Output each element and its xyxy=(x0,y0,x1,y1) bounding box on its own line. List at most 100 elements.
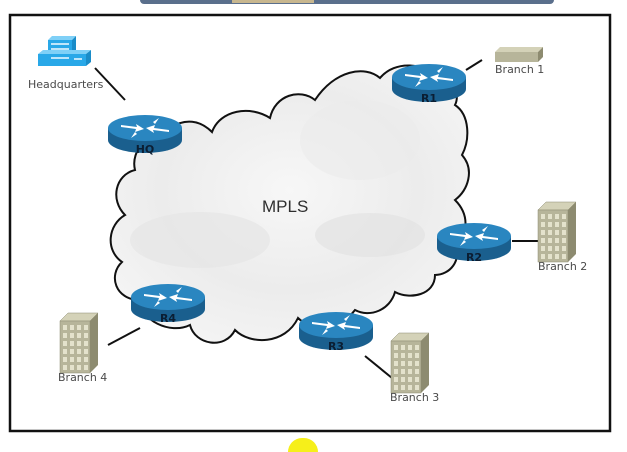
branch2-site[interactable]: Branch 2 xyxy=(537,201,587,273)
branch1-label: Branch 1 xyxy=(495,63,544,76)
building-window xyxy=(541,254,545,259)
router-r4-label: R4 xyxy=(160,312,176,325)
router-r1[interactable]: R1 xyxy=(392,64,466,105)
building-window xyxy=(548,222,552,227)
building-window xyxy=(70,325,74,330)
branch4-label: Branch 4 xyxy=(58,371,107,384)
building-window xyxy=(70,341,74,346)
building-window xyxy=(84,325,88,330)
building-window xyxy=(415,385,419,390)
router-icon xyxy=(131,284,205,310)
building-window xyxy=(394,345,398,350)
headquarters-site[interactable]: Headquarters xyxy=(28,36,104,91)
building-window xyxy=(408,385,412,390)
router-icon xyxy=(392,64,466,90)
building-window xyxy=(70,349,74,354)
router-icon xyxy=(108,115,182,141)
building-window xyxy=(408,377,412,382)
link-r3-branch3 xyxy=(364,355,393,379)
building-window xyxy=(541,238,545,243)
building-window xyxy=(541,246,545,251)
building-window xyxy=(401,369,405,374)
building-window xyxy=(415,353,419,358)
link-headquarters-hq xyxy=(94,67,126,101)
building-window xyxy=(401,361,405,366)
router-icon xyxy=(437,223,511,249)
window-top-bar xyxy=(140,0,554,4)
building-window xyxy=(562,254,566,259)
router-r3[interactable]: R3 xyxy=(299,312,373,353)
building-window xyxy=(401,345,405,350)
building-window xyxy=(394,353,398,358)
building-window xyxy=(548,254,552,259)
building-window xyxy=(63,349,67,354)
building-window xyxy=(77,325,81,330)
building-window xyxy=(394,385,398,390)
router-r4[interactable]: R4 xyxy=(131,284,205,325)
building-window xyxy=(394,377,398,382)
building-window xyxy=(63,333,67,338)
headquarters-building-icon xyxy=(38,36,91,66)
building-window xyxy=(70,365,74,370)
building-window xyxy=(548,230,552,235)
building-window xyxy=(408,361,412,366)
building-window xyxy=(562,214,566,219)
building-window xyxy=(541,222,545,227)
building-window xyxy=(415,369,419,374)
branch1-building-icon xyxy=(495,47,543,62)
building-window xyxy=(63,365,67,370)
building-window xyxy=(555,222,559,227)
router-hq-label: HQ xyxy=(136,143,155,156)
router-arrows-icon xyxy=(450,226,498,246)
building-window xyxy=(77,341,81,346)
branch2-label: Branch 2 xyxy=(538,260,587,273)
building-window xyxy=(84,365,88,370)
building-window xyxy=(408,369,412,374)
building-window xyxy=(555,230,559,235)
router-r2[interactable]: R2 xyxy=(437,223,511,264)
top-bar-highlight xyxy=(232,0,314,3)
building-window xyxy=(84,333,88,338)
building-window xyxy=(77,365,81,370)
branch1-site[interactable]: Branch 1 xyxy=(495,47,544,76)
links xyxy=(94,59,538,379)
building-window xyxy=(84,349,88,354)
building-window xyxy=(548,238,552,243)
building-window xyxy=(401,353,405,358)
mpls-cloud-label: MPLS xyxy=(262,197,308,216)
building-window xyxy=(408,353,412,358)
building-window xyxy=(63,341,67,346)
building-window xyxy=(401,385,405,390)
building-window xyxy=(415,345,419,350)
building-window xyxy=(401,377,405,382)
building-window xyxy=(541,214,545,219)
router-r1-label: R1 xyxy=(421,92,437,105)
building-window xyxy=(84,341,88,346)
building-window xyxy=(70,333,74,338)
headquarters-label: Headquarters xyxy=(28,78,104,91)
building-window xyxy=(562,230,566,235)
building-window xyxy=(63,357,67,362)
branch3-site[interactable]: Branch 3 xyxy=(390,332,439,404)
branch4-site[interactable]: Branch 4 xyxy=(58,312,107,384)
router-arrows-icon xyxy=(312,315,360,335)
building-window xyxy=(562,246,566,251)
branch3-label: Branch 3 xyxy=(390,391,439,404)
building-window xyxy=(555,214,559,219)
router-r2-label: R2 xyxy=(466,251,482,264)
router-icon xyxy=(299,312,373,338)
link-r4-branch4 xyxy=(107,327,141,346)
building-window xyxy=(562,222,566,227)
building-window xyxy=(562,238,566,243)
building-window xyxy=(84,357,88,362)
building-window xyxy=(555,238,559,243)
building-window xyxy=(555,254,559,259)
building-window xyxy=(394,361,398,366)
router-hq[interactable]: HQ xyxy=(108,115,182,156)
router-arrows-icon xyxy=(144,287,192,307)
router-arrows-icon xyxy=(405,67,453,87)
building-window xyxy=(548,246,552,251)
branch4-building-icon xyxy=(59,312,99,374)
building-window xyxy=(70,357,74,362)
